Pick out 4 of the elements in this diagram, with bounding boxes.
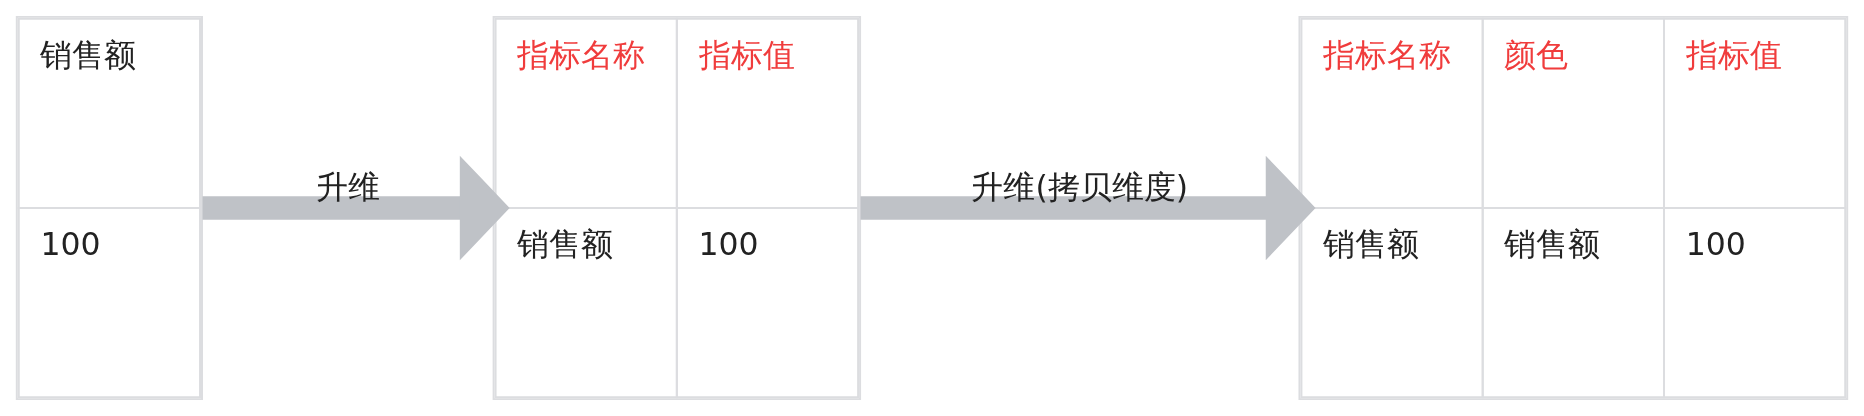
- edge-label: 升维: [315, 168, 380, 205]
- arrow: [202, 155, 510, 261]
- arrow: [860, 155, 1316, 261]
- edge-label: 升维(拷贝维度): [971, 168, 1189, 205]
